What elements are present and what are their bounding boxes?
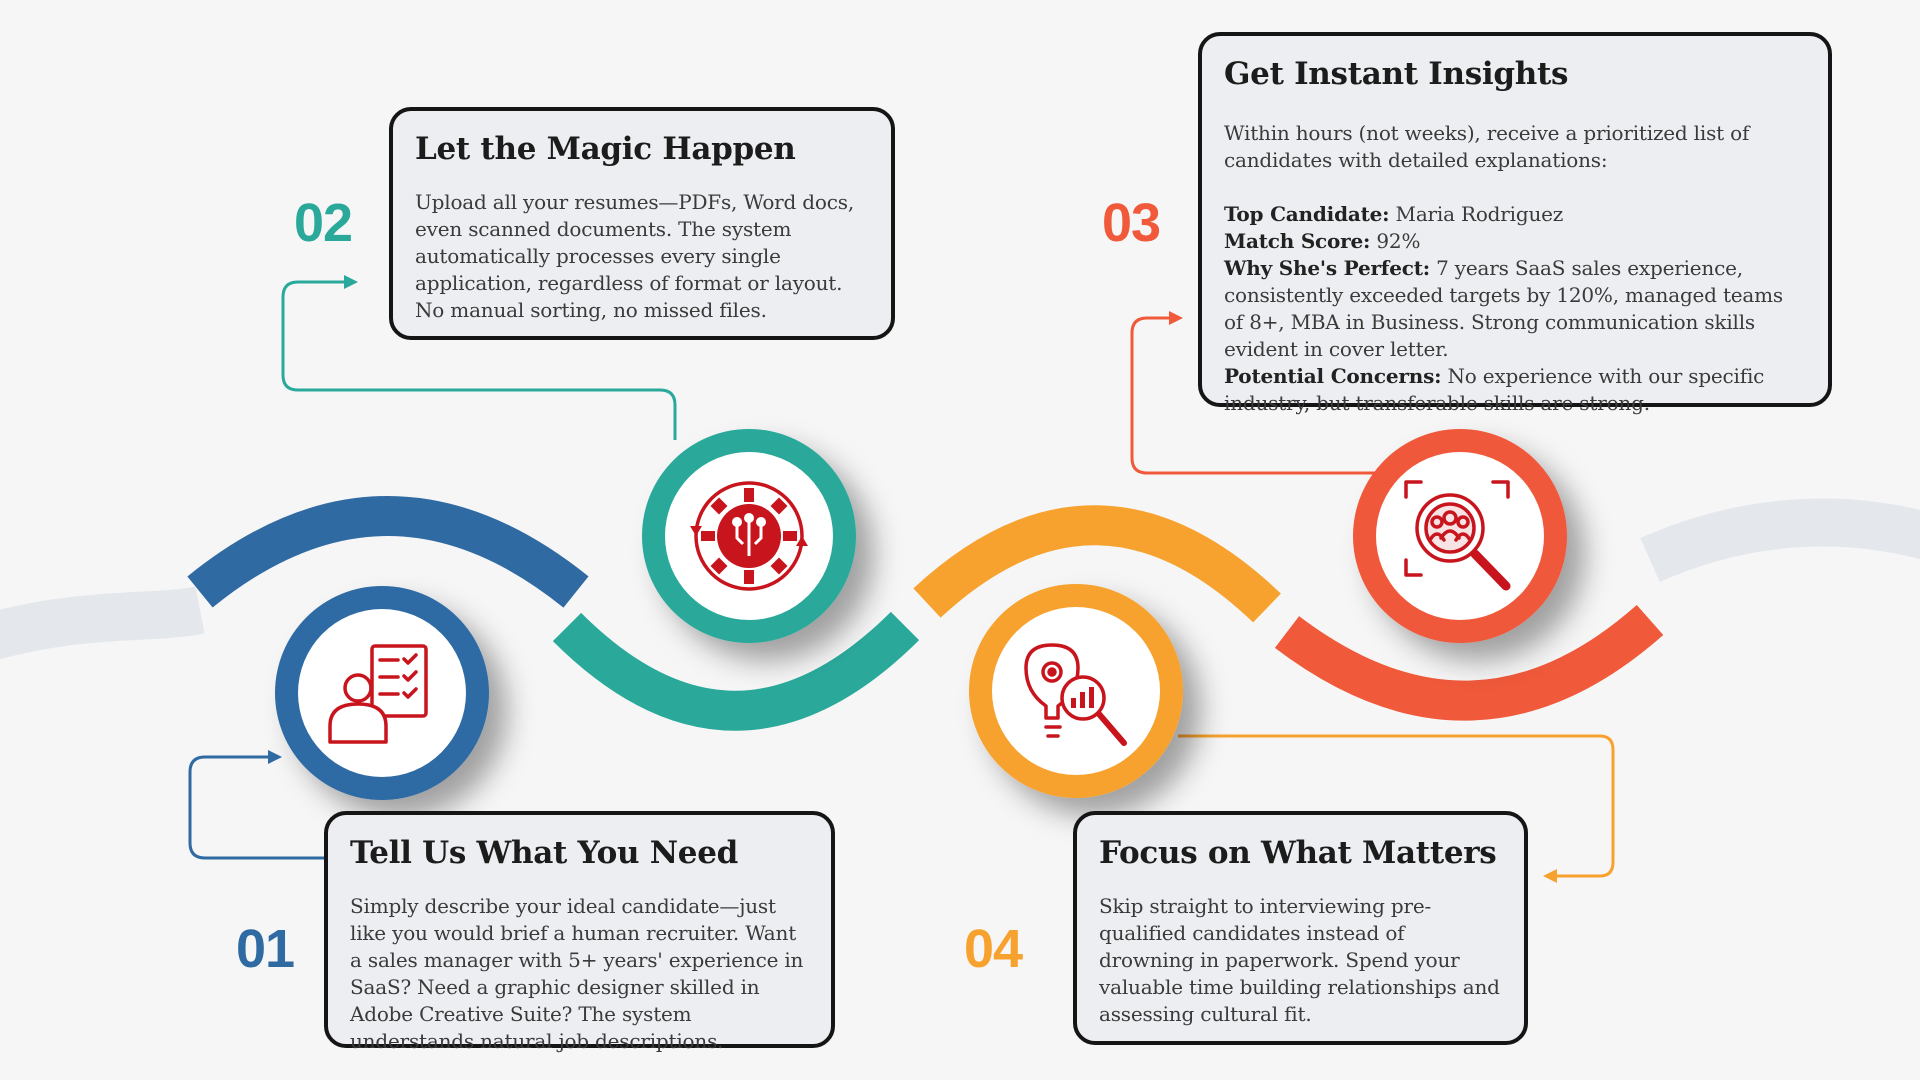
wave-arc-step2	[552, 611, 920, 731]
step4-description: Skip straight to interviewing pre-qualif…	[1099, 894, 1500, 1026]
step1-description: Simply describe your ideal candidate—jus…	[350, 894, 804, 1053]
step3-intro: Within hours (not weeks), receive a prio…	[1224, 121, 1750, 172]
step3-detail-why-perfect: Why She's Perfect: 7 years SaaS sales ex…	[1224, 256, 1783, 361]
candidate-checklist-icon	[328, 644, 428, 744]
step3-detail-concerns: Potential Concerns: No experience with o…	[1224, 364, 1765, 415]
connector-step4	[1178, 734, 1615, 883]
gear-circuit-icon	[690, 481, 808, 591]
connector-step3	[1130, 311, 1375, 475]
wave-arc-step4	[913, 505, 1281, 623]
connector-step1	[188, 750, 325, 860]
step1-card: Tell Us What You Need Simply describe yo…	[324, 811, 835, 1053]
step2-card: Let the Magic Happen Upload all your res…	[389, 107, 895, 340]
step3-number: 03	[1102, 193, 1161, 253]
wave-arc-step1	[187, 496, 589, 608]
people-search-icon	[1404, 480, 1511, 591]
step2-title: Let the Magic Happen	[415, 131, 796, 167]
step4-number: 04	[964, 919, 1023, 979]
step3-title: Get Instant Insights	[1224, 56, 1569, 92]
background-wave	[0, 498, 1920, 660]
step2-description: Upload all your resumes—PDFs, Word docs,…	[415, 190, 854, 322]
step4-title: Focus on What Matters	[1099, 835, 1497, 871]
step3-card: Get Instant Insights Within hours (not w…	[1198, 32, 1832, 415]
step3-detail-match-score: Match Score: 92%	[1224, 229, 1421, 253]
step4-card: Focus on What Matters Skip straight to i…	[1073, 811, 1528, 1045]
step1-title: Tell Us What You Need	[350, 835, 739, 871]
wave-arc-step3	[1274, 605, 1664, 721]
connector-step2	[281, 275, 677, 440]
step3-detail-top-candidate: Top Candidate: Maria Rodriguez	[1224, 202, 1564, 226]
idea-analytics-icon	[1024, 643, 1127, 746]
step2-number: 02	[294, 193, 353, 253]
step1-number: 01	[236, 919, 295, 979]
